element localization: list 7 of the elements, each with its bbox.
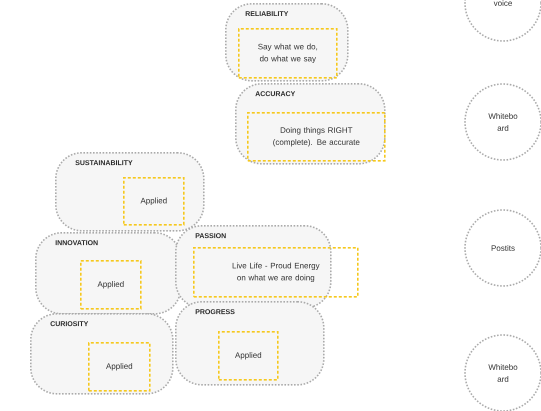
note-box: Applied [218,330,279,381]
note-box: Live Life - Proud Energy on what we are doing [193,246,359,298]
note-box: Say what we do, do what we say [238,28,338,79]
note-box: Doing things RIGHT (complete). Be accurate [247,112,386,162]
note-box: Applied [80,260,142,310]
note-box: Applied [88,342,151,392]
note-box: Applied [123,176,185,226]
